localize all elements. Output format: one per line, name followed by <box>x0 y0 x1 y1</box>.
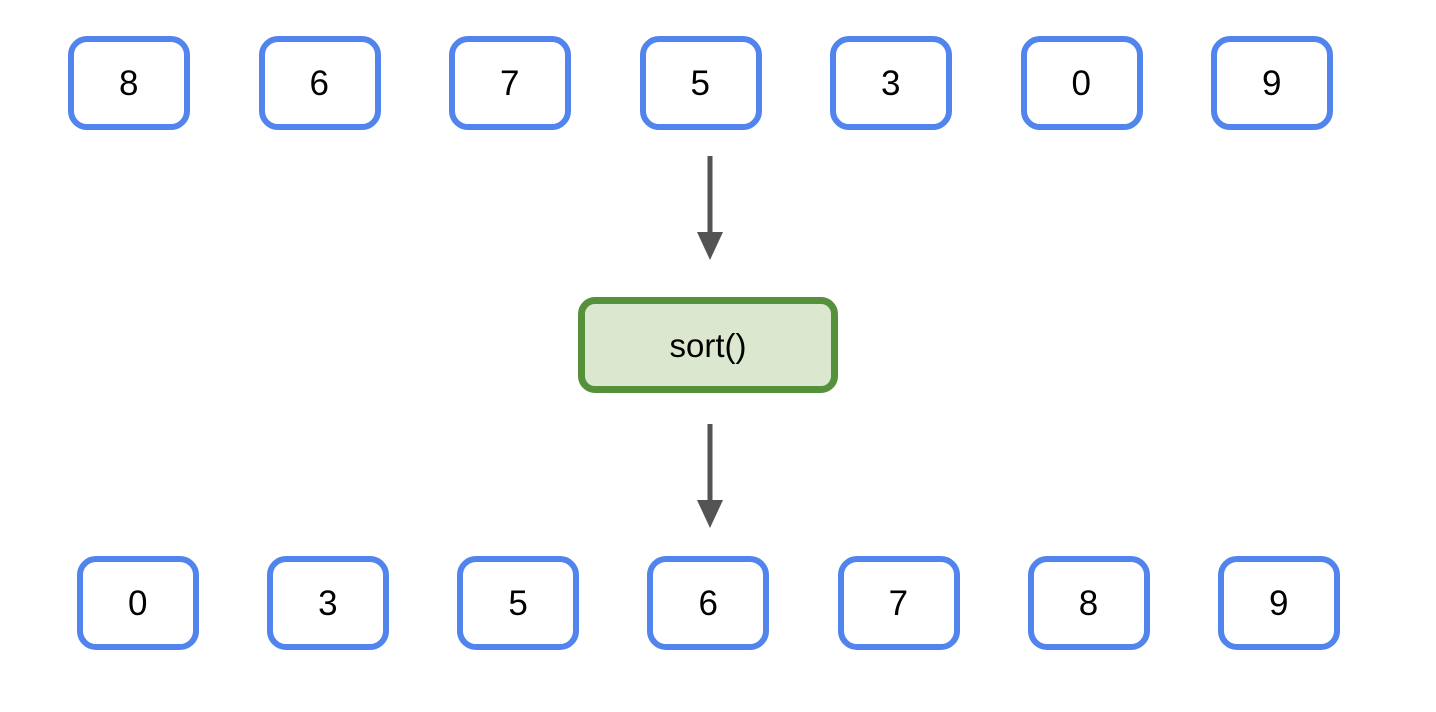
cell-value: 6 <box>698 583 719 623</box>
cell-value: 0 <box>1071 63 1092 103</box>
cell-value: 9 <box>1268 583 1289 623</box>
array-cell[interactable]: 3 <box>267 556 390 650</box>
cell-value: 3 <box>318 583 339 623</box>
array-cell[interactable]: 7 <box>449 36 571 130</box>
array-cell[interactable]: 3 <box>830 36 952 130</box>
cell-value: 7 <box>888 583 909 623</box>
array-cell[interactable]: 6 <box>647 556 770 650</box>
arrow-down-icon <box>686 424 734 530</box>
cell-value: 0 <box>128 583 148 623</box>
array-cell[interactable]: 6 <box>258 36 381 130</box>
array-cell[interactable]: 8 <box>68 36 190 130</box>
cell-value: 3 <box>881 63 901 103</box>
sorted-array-row: 0 3 5 6 7 8 9 <box>77 556 1340 650</box>
cell-value: 8 <box>119 63 139 103</box>
cell-value: 5 <box>690 63 711 103</box>
sort-operation-label: sort() <box>669 326 747 364</box>
cell-value: 9 <box>1262 63 1282 103</box>
cell-value: 5 <box>508 583 529 623</box>
cell-value: 7 <box>500 63 520 103</box>
array-cell[interactable]: 7 <box>837 556 960 650</box>
cell-value: 6 <box>309 63 330 103</box>
array-cell[interactable]: 0 <box>77 556 199 650</box>
cell-value: 8 <box>1078 583 1099 623</box>
array-cell[interactable]: 9 <box>1217 556 1340 650</box>
arrow-down-icon <box>686 156 734 262</box>
sort-operation-node[interactable]: sort() <box>578 297 838 393</box>
array-cell[interactable]: 5 <box>457 556 580 650</box>
array-cell[interactable]: 8 <box>1027 556 1150 650</box>
array-cell[interactable]: 0 <box>1020 36 1143 130</box>
unsorted-array-row: 8 6 7 5 3 0 9 <box>68 36 1333 130</box>
array-cell[interactable]: 9 <box>1211 36 1333 130</box>
array-cell[interactable]: 5 <box>639 36 762 130</box>
